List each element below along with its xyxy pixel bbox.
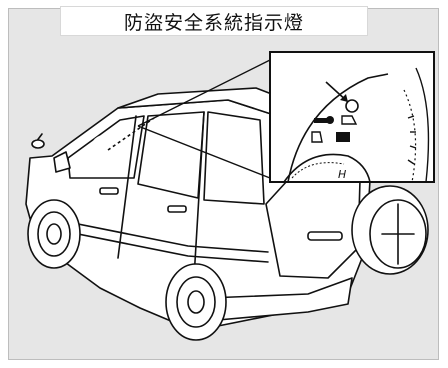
inset-detail: H — [269, 51, 435, 183]
side-mirror — [53, 151, 71, 173]
immobilizer-key-icon — [314, 116, 334, 124]
dashboard-highlight — [91, 135, 117, 161]
callout-label: 防盜安全系統指示燈 — [123, 11, 304, 34]
quarter-window — [203, 111, 265, 205]
vehicle-illustration: H — [25, 51, 435, 341]
battery-icon — [336, 132, 350, 142]
immobilizer-indicator-light — [345, 99, 359, 113]
front-door-handle — [99, 187, 119, 195]
rear-plate-garnish — [307, 231, 343, 241]
rear-door-window — [137, 111, 205, 199]
seatbelt-icon — [311, 131, 323, 143]
door-open-icon — [341, 115, 358, 125]
svg-text:H: H — [338, 168, 346, 181]
rear-door-handle — [167, 205, 187, 213]
callout-label-box: 防盜安全系統指示燈 — [60, 6, 368, 36]
